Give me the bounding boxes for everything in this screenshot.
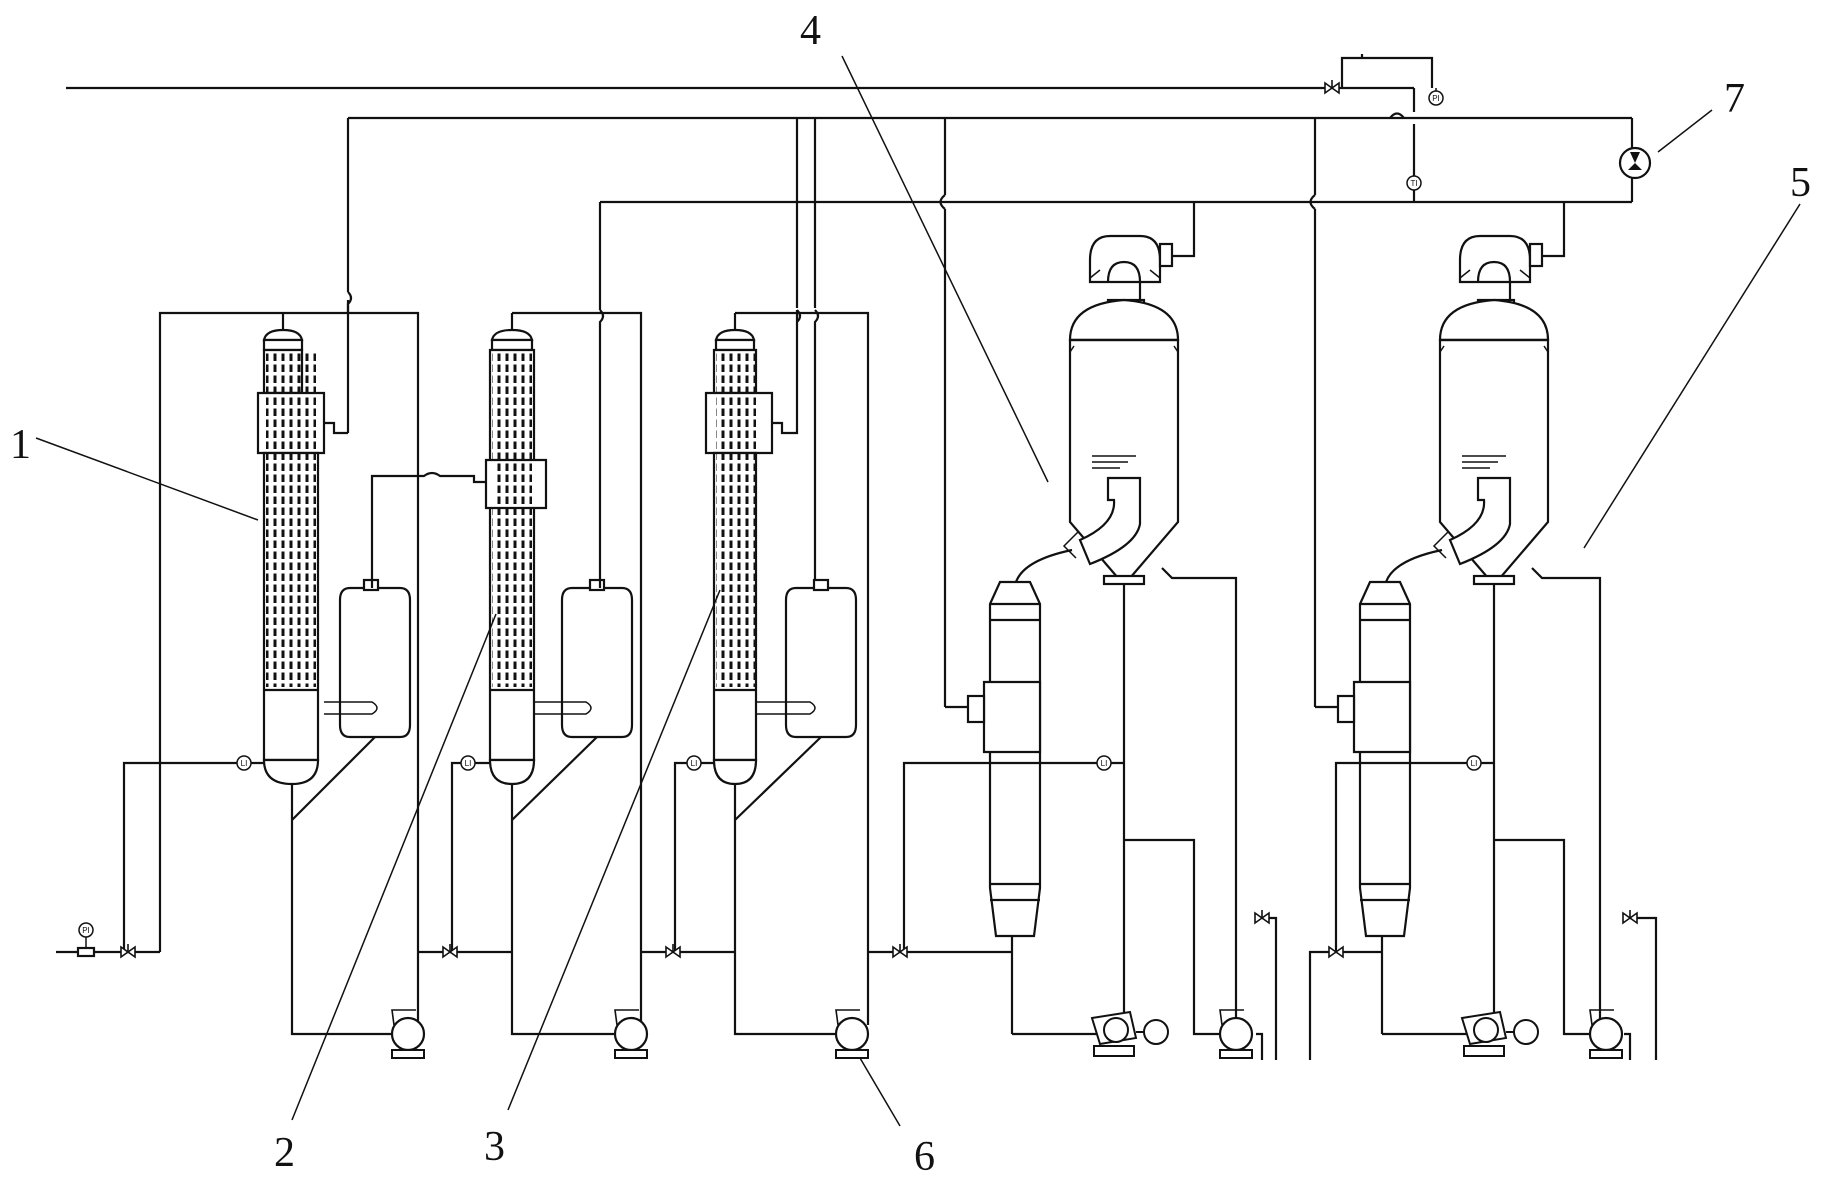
svg-text:TI: TI — [1410, 179, 1417, 188]
valve-feed-5[interactable] — [1328, 943, 1344, 958]
label-5: 5 — [1790, 160, 1811, 206]
pressure-indicator-top: PI — [1428, 88, 1444, 106]
vacuum-pump-7[interactable] — [1618, 146, 1652, 180]
pump-effect-1[interactable] — [390, 1008, 426, 1060]
evaporator-effect-1 — [158, 291, 420, 1025]
level-indicator-3: LI — [686, 755, 702, 771]
svg-text:LI: LI — [691, 759, 698, 768]
circulation-pump-4[interactable] — [1091, 1011, 1169, 1057]
svg-text:LI: LI — [1101, 759, 1108, 768]
svg-text:LI: LI — [241, 759, 248, 768]
level-indicator-5: LI — [1466, 755, 1482, 771]
header-pipes — [66, 54, 1634, 310]
label-6: 6 — [914, 1134, 935, 1180]
evaporator-effect-3 — [704, 309, 870, 1025]
discharge-pump-4[interactable] — [1218, 1008, 1254, 1060]
level-indicator-2: LI — [460, 755, 476, 771]
effect-3-feed — [641, 761, 735, 954]
label-7: 7 — [1724, 76, 1745, 122]
label-1: 1 — [10, 422, 31, 468]
label-4: 4 — [800, 8, 821, 54]
valve-drain-5[interactable] — [1622, 909, 1638, 924]
label-2: 2 — [274, 1130, 295, 1176]
evaporator-effect-2 — [370, 311, 643, 1025]
leader-lines — [35, 55, 1801, 1127]
valve-feed-3[interactable] — [665, 943, 681, 958]
svg-text:PI: PI — [82, 926, 90, 935]
heater-5 — [1336, 548, 1443, 1034]
level-indicator-4: LI — [1096, 755, 1112, 771]
steam-drops — [795, 118, 1338, 709]
separator-2 — [510, 309, 634, 1036]
circulation-pump-5[interactable] — [1461, 1011, 1539, 1057]
svg-text:LI: LI — [1471, 759, 1478, 768]
svg-text:PI: PI — [1432, 94, 1440, 103]
effect-2-feed — [418, 761, 512, 954]
svg-text:LI: LI — [465, 759, 472, 768]
valve-drain-4[interactable] — [1254, 909, 1270, 924]
crystallizer-5-piping — [1308, 761, 1658, 1060]
crystallizer-4 — [1062, 202, 1238, 1024]
crystallizer-4-piping — [868, 761, 1278, 1060]
temperature-indicator-top: TI — [1406, 175, 1422, 191]
separator-1 — [290, 578, 412, 1036]
label-3: 3 — [484, 1124, 505, 1170]
crystallizer-5 — [1432, 202, 1602, 1024]
effect-1-feed: PI — [56, 761, 264, 958]
heater-4 — [966, 548, 1073, 1034]
valve-top[interactable] — [1324, 79, 1340, 94]
valve-feed-2[interactable] — [442, 943, 458, 958]
separator-3 — [733, 309, 858, 1036]
discharge-pump-5[interactable] — [1588, 1008, 1624, 1060]
pump-effect-3[interactable] — [834, 1008, 870, 1060]
pump-effect-2[interactable] — [613, 1008, 649, 1060]
level-indicator-1: LI — [236, 755, 252, 771]
